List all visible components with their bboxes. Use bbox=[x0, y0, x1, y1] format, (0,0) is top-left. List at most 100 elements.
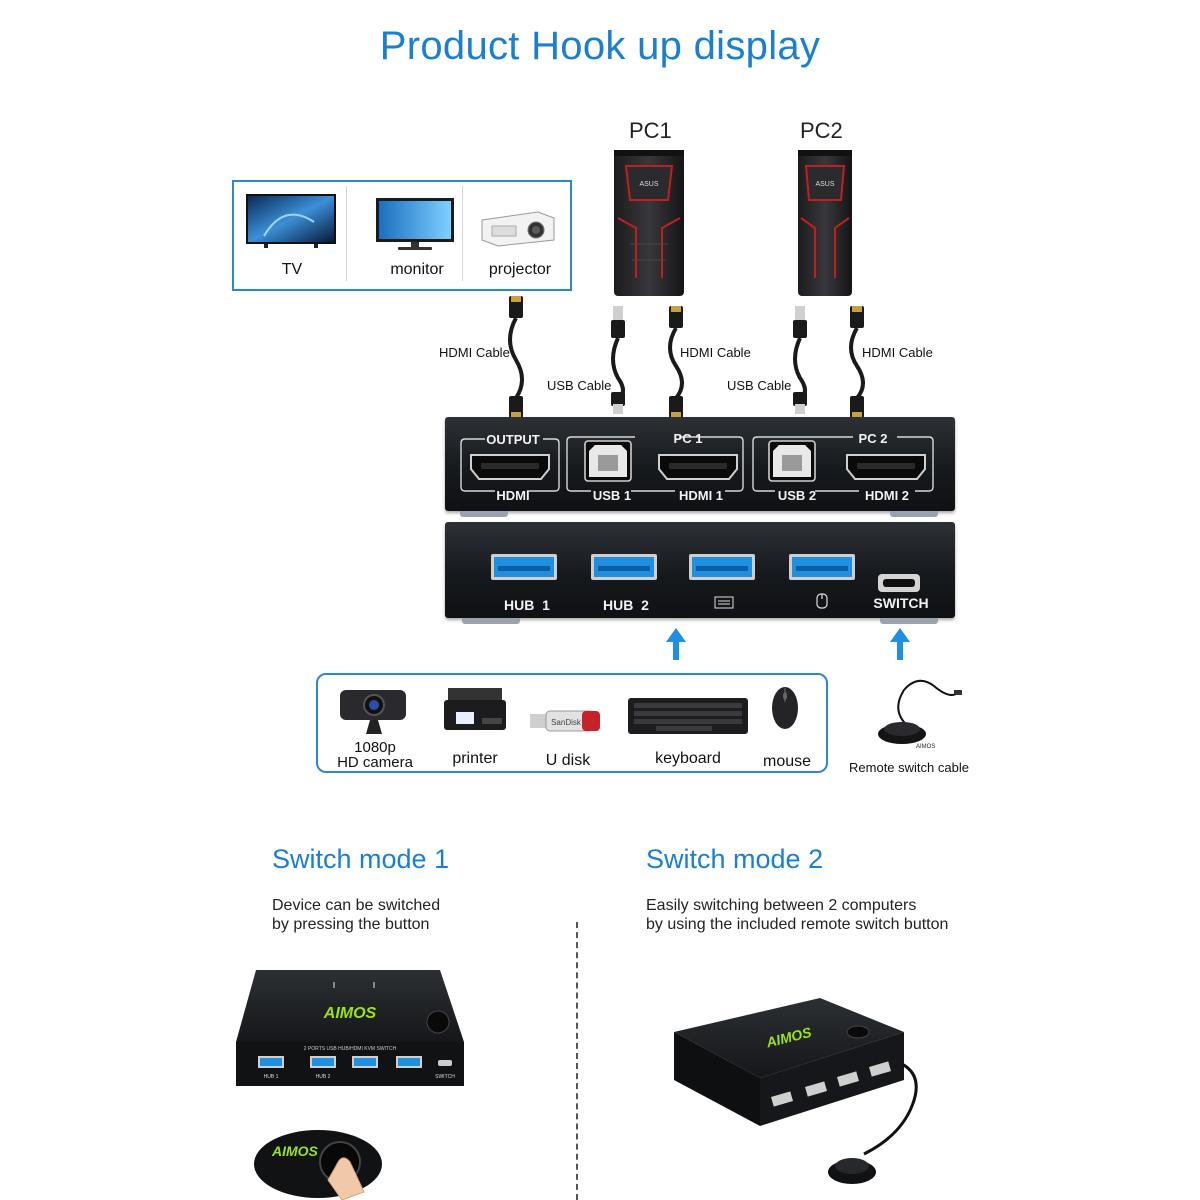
cable-label: HDMI Cable bbox=[439, 345, 510, 360]
product-brand-zoom: AIMOS bbox=[271, 1143, 319, 1159]
peripheral-label-line: 1080p bbox=[354, 739, 396, 756]
page-title: Product Hook up display bbox=[379, 24, 821, 68]
keyboard-icon bbox=[714, 596, 734, 609]
arrow-up-icon bbox=[666, 628, 686, 660]
hdmi-cable-icon bbox=[668, 306, 684, 418]
mode-desc: Device can be switched by pressing the b… bbox=[272, 896, 440, 934]
panel-foot bbox=[462, 618, 520, 624]
box-divider bbox=[462, 186, 463, 281]
mode-desc-line: by using the included remote switch butt… bbox=[646, 916, 949, 933]
port-label: HDMI 2 bbox=[864, 488, 910, 503]
remote-label: Remote switch cable bbox=[849, 760, 969, 775]
pc1-label: PC1 bbox=[629, 118, 672, 143]
peripheral-label: keyboard bbox=[655, 750, 721, 767]
port-label: SWITCH bbox=[873, 595, 929, 611]
usb-cable-icon bbox=[611, 306, 625, 414]
usb-port-icon bbox=[352, 1056, 378, 1068]
port-label: PC 2 bbox=[858, 431, 888, 446]
port-label: PC 1 bbox=[673, 431, 703, 446]
monitor-icon bbox=[376, 198, 454, 250]
kvm-switch-product: AIMOS 2 PORTS USB HUB/HDMI KVM SWITCH HU… bbox=[236, 970, 464, 1200]
mode-desc-line: Easily switching between 2 computers bbox=[646, 897, 917, 914]
peripherals-box bbox=[316, 673, 828, 773]
peripheral-label-line: HD camera bbox=[337, 754, 413, 771]
port-label: USB 2 bbox=[777, 488, 817, 503]
cable-label: USB Cable bbox=[547, 378, 612, 393]
usb-port-icon bbox=[396, 1056, 422, 1068]
keyboard-icon bbox=[628, 698, 748, 734]
usb-port-icon bbox=[869, 1061, 891, 1077]
mode-separator bbox=[576, 922, 578, 1200]
remote-brand: AIMOS bbox=[916, 744, 935, 750]
panel-foot bbox=[880, 618, 938, 624]
hdmi-port-icon bbox=[658, 454, 738, 480]
usb-port-icon bbox=[789, 554, 855, 580]
display-label: projector bbox=[488, 261, 552, 278]
display-devices-box bbox=[232, 180, 572, 291]
finger-icon bbox=[327, 1157, 365, 1200]
usb-port-icon bbox=[805, 1081, 827, 1097]
mouse-icon bbox=[772, 687, 798, 729]
mode-desc: Easily switching between 2 computers by … bbox=[646, 896, 948, 934]
rear-panel-outlines bbox=[460, 436, 934, 492]
camera-icon bbox=[340, 690, 406, 734]
cable-label: HDMI Cable bbox=[680, 345, 751, 360]
panel-foot bbox=[890, 511, 938, 517]
pc2-label: PC2 bbox=[800, 118, 843, 143]
usb-port-icon bbox=[310, 1056, 336, 1068]
kvm-switch-product-remote: AIMOS bbox=[674, 998, 918, 1184]
hdmi-port-icon bbox=[470, 454, 550, 480]
product-port-label: HUB 2 bbox=[316, 1074, 331, 1080]
product-port-label: HUB 1 bbox=[264, 1074, 279, 1080]
hdmi-cable-icon bbox=[849, 306, 865, 418]
usb-port-icon bbox=[837, 1071, 859, 1087]
mode-title: Switch mode 2 bbox=[646, 844, 824, 874]
pc2-tower: ASUS bbox=[798, 150, 852, 296]
cable-label: HDMI Cable bbox=[862, 345, 933, 360]
hdmi-port-icon bbox=[846, 454, 926, 480]
usb-port-icon bbox=[591, 554, 657, 580]
usb-port-icon bbox=[258, 1056, 284, 1068]
svg-text:ASUS: ASUS bbox=[815, 181, 834, 188]
usb-drive-brand: SanDisk bbox=[551, 718, 582, 727]
remote-switch-icon: AIMOS bbox=[878, 679, 962, 750]
product-port-label: SWITCH bbox=[435, 1074, 455, 1080]
port-label: OUTPUT bbox=[486, 432, 540, 447]
hdmi-cable-icon bbox=[508, 296, 524, 418]
usb-drive-icon: SanDisk bbox=[530, 710, 600, 732]
projector-icon bbox=[481, 211, 555, 247]
product-brand: AIMOS bbox=[323, 1005, 377, 1022]
mouse-icon bbox=[816, 593, 828, 609]
usb-b-port-icon bbox=[584, 440, 632, 482]
printer-icon bbox=[444, 688, 506, 730]
peripheral-label: 1080p HD camera bbox=[334, 740, 416, 770]
mode-desc-line: by pressing the button bbox=[272, 916, 430, 933]
usb-cable-icon bbox=[793, 306, 807, 414]
port-label: HUB 1 bbox=[504, 597, 550, 613]
front-panel-ports bbox=[491, 554, 920, 609]
box-divider bbox=[346, 186, 347, 281]
cable-drawing bbox=[508, 296, 865, 418]
port-label: HDMI bbox=[496, 488, 530, 503]
usb-port-icon bbox=[689, 554, 755, 580]
usb-port-icon bbox=[491, 554, 557, 580]
mode-title: Switch mode 1 bbox=[272, 844, 450, 874]
pc1-tower: ASUS bbox=[614, 150, 684, 296]
arrow-up-icon bbox=[890, 628, 910, 660]
display-label: TV bbox=[281, 261, 303, 278]
usb-port-icon bbox=[771, 1091, 793, 1107]
svg-text:ASUS: ASUS bbox=[639, 181, 658, 188]
peripheral-label: U disk bbox=[545, 752, 591, 769]
mode-desc-line: Device can be switched bbox=[272, 897, 441, 914]
display-label: monitor bbox=[390, 261, 444, 278]
micro-usb-port-icon bbox=[878, 574, 920, 592]
port-label: HDMI 1 bbox=[678, 488, 724, 503]
product-model: 2 PORTS USB HUB/HDMI KVM SWITCH bbox=[304, 1046, 397, 1052]
port-label: HUB 2 bbox=[603, 597, 649, 613]
panel-foot bbox=[460, 511, 508, 517]
cable-label: USB Cable bbox=[727, 378, 792, 393]
port-label: USB 1 bbox=[592, 488, 632, 503]
usb-b-port-icon bbox=[768, 440, 816, 482]
tv-icon bbox=[246, 194, 336, 248]
peripheral-label: mouse bbox=[762, 753, 812, 770]
